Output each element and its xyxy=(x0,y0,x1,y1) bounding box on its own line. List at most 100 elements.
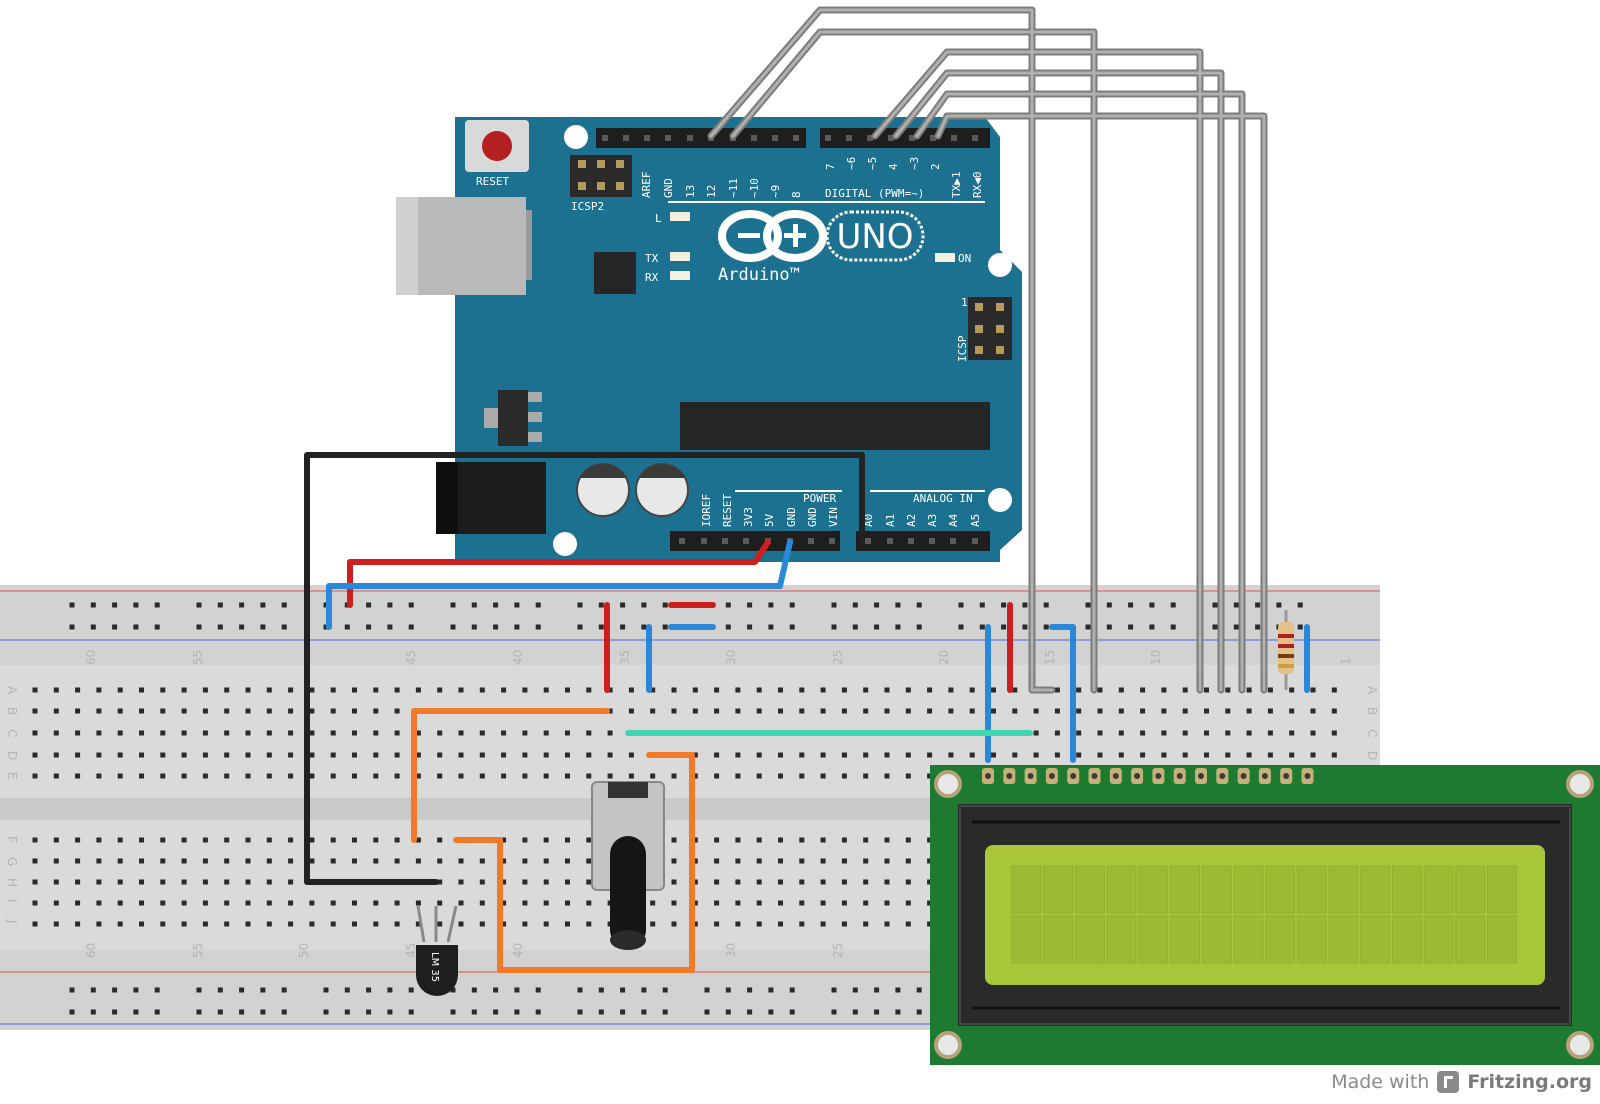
breadboard-hole xyxy=(799,708,805,714)
digital-pin-label: ~3 xyxy=(908,157,921,170)
breadboard-hole xyxy=(863,687,869,693)
breadboard-hole xyxy=(884,900,890,906)
rail-hole xyxy=(598,602,604,608)
breadboard-hole xyxy=(586,687,592,693)
breadboard-hole xyxy=(543,752,549,758)
lcd-character-cell xyxy=(1487,865,1517,914)
breadboard-hole xyxy=(1310,730,1316,736)
breadboard-hole xyxy=(245,752,251,758)
lcd-character-cell xyxy=(1170,865,1200,914)
lcd-character-cell xyxy=(1423,865,1454,914)
rail-hole xyxy=(874,1009,880,1015)
breadboard-hole xyxy=(778,858,783,864)
breadboard-hole xyxy=(32,879,38,885)
breadboard-hole xyxy=(905,708,911,714)
rail-hole xyxy=(514,1009,520,1015)
rail-hole xyxy=(344,987,350,993)
rail-hole xyxy=(831,1009,837,1015)
breadboard-hole xyxy=(905,752,911,758)
header-pin xyxy=(679,538,685,544)
power-pin-label: GND xyxy=(806,507,819,527)
breadboard-hole xyxy=(671,773,677,779)
rail-hole xyxy=(577,602,583,608)
rail-hole xyxy=(154,602,160,608)
breadboard-hole xyxy=(841,708,847,714)
lm35-temperature-sensor: LM 35 xyxy=(416,905,458,996)
rail-hole xyxy=(471,602,477,608)
breadboard-hole xyxy=(927,858,933,864)
lcd-character-cell xyxy=(1043,865,1074,914)
breadboard-hole xyxy=(139,730,144,736)
rail-hole xyxy=(916,602,922,608)
breadboard-hole xyxy=(75,752,81,758)
breadboard-hole xyxy=(75,687,81,693)
breadboard-hole xyxy=(650,708,656,714)
rail-hole xyxy=(1128,624,1134,630)
fritzing-credit: Made with Fritzing.org xyxy=(1331,1068,1592,1096)
breadboard-hole xyxy=(202,900,208,906)
breadboard-hole xyxy=(32,708,38,714)
column-number: 60 xyxy=(84,943,98,958)
rail-hole xyxy=(344,624,350,630)
row-letter: C xyxy=(1365,729,1379,737)
breadboard-hole xyxy=(309,752,315,758)
breadboard-hole xyxy=(778,773,783,779)
breadboard-hole xyxy=(671,879,677,885)
wires xyxy=(304,6,1310,973)
rail-hole xyxy=(577,624,583,630)
breadboard-hole xyxy=(224,900,230,906)
lcd-character-cell xyxy=(1233,915,1264,964)
breadboard-hole xyxy=(160,730,166,736)
breadboard-hole xyxy=(309,708,315,714)
breadboard-hole xyxy=(266,687,272,693)
breadboard-hole xyxy=(224,708,230,714)
breadboard-hole xyxy=(437,900,443,906)
rail-hole xyxy=(1233,624,1239,630)
breadboard-hole xyxy=(75,858,81,864)
header-pin xyxy=(929,538,935,544)
breadboard-hole xyxy=(181,900,187,906)
rail-hole xyxy=(133,1009,139,1015)
breadboard-hole xyxy=(522,837,528,843)
breadboard-hole xyxy=(799,879,805,885)
rail-hole xyxy=(344,1009,350,1015)
breadboard-hole xyxy=(607,687,613,693)
rail-hole xyxy=(874,624,880,630)
breadboard-hole xyxy=(458,879,464,885)
breadboard-hole xyxy=(1076,752,1082,758)
breadboard-hole xyxy=(394,708,400,714)
breadboard-hole xyxy=(352,752,357,758)
rail-hole xyxy=(1043,602,1049,608)
breadboard-hole xyxy=(841,687,847,693)
wire-orange-5v-sensor xyxy=(411,708,610,843)
breadboard-hole xyxy=(1204,752,1209,758)
led-l xyxy=(670,212,690,221)
breadboard-hole xyxy=(948,708,954,714)
breadboard-hole xyxy=(415,752,421,758)
breadboard-hole xyxy=(437,752,443,758)
breadboard-hole xyxy=(1140,687,1146,693)
column-number: 50 xyxy=(297,943,311,958)
breadboard-hole xyxy=(288,921,294,927)
breadboard-hole xyxy=(650,687,656,693)
rail-hole xyxy=(641,624,647,630)
breadboard-hole xyxy=(1097,730,1103,736)
icsp-label: ICSP xyxy=(956,335,969,362)
rail-hole xyxy=(239,987,245,993)
breadboard-hole xyxy=(1161,752,1167,758)
breadboard-hole xyxy=(735,752,741,758)
rail-hole xyxy=(408,987,414,993)
rail-hole xyxy=(69,602,75,608)
breadboard-hole xyxy=(117,773,123,779)
breadboard-hole xyxy=(53,900,59,906)
breadboard-hole xyxy=(479,752,485,758)
breadboard-hole xyxy=(96,858,102,864)
breadboard-hole xyxy=(266,730,272,736)
breadboard-hole xyxy=(714,773,720,779)
wire-blue-rail-lcd-rw xyxy=(1049,624,1076,763)
rail-hole xyxy=(90,624,96,630)
breadboard-hole xyxy=(884,687,890,693)
lcd-character-cell xyxy=(1074,915,1105,964)
breadboard-hole xyxy=(692,752,698,758)
rail-hole xyxy=(1106,624,1112,630)
